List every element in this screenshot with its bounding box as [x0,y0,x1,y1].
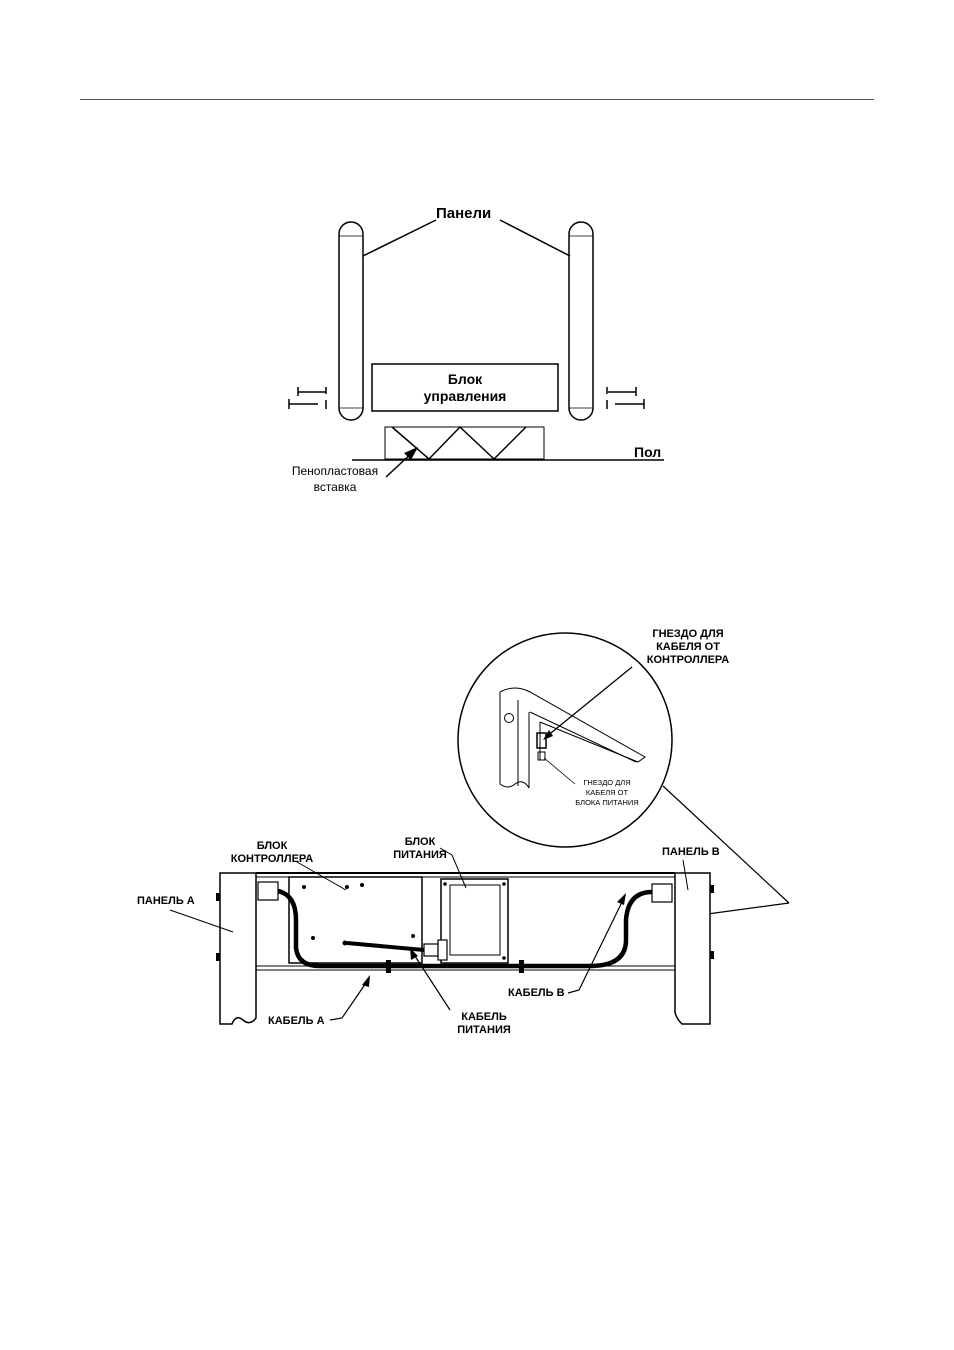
psu-label-1: БЛОК [405,836,436,848]
controller-label-2: КОНТРОЛЛЕРА [231,853,314,865]
panel-a-label: ПАНЕЛЬ А [137,895,195,907]
psu-label-2: ПИТАНИЯ [393,849,447,861]
mark-left [289,387,326,409]
socket-psu-label-3: БЛОКА ПИТАНИЯ [575,798,638,807]
figure-panels-layout: Панели Блок управления Пол Пенопластовая… [0,0,954,560]
socket-ctrl-label-3: КОНТРОЛЛЕРА [647,654,730,666]
cable-a-label: КАБЕЛЬ А [268,1015,325,1027]
panel-right [569,222,593,420]
panel-left [339,222,363,420]
floor-label: Пол [634,444,661,460]
socket-psu-label-2: КАБЕЛЯ ОТ [586,788,629,797]
panel-b [675,873,714,1024]
panel-b-label: ПАНЕЛЬ В [662,846,720,858]
psu-block [441,879,508,963]
foam-label-1: Пенопластовая [292,464,378,478]
power-cable-label-1: КАБЕЛЬ [461,1011,507,1023]
cable-b-label: КАБЕЛЬ В [508,987,565,999]
foam-label-2: вставка [314,480,357,494]
power-cable-label-2: ПИТАНИЯ [457,1024,511,1036]
controller-label-1: БЛОК [257,840,288,852]
socket-psu-label-1: ГНЕЗДО ДЛЯ [583,778,630,787]
socket-ctrl-label-2: КАБЕЛЯ ОТ [656,641,720,653]
control-unit-label-2: управления [424,388,507,404]
mark-right [607,387,644,409]
panel-a [216,873,256,1024]
control-unit-label-1: Блок [448,371,483,387]
panels-leader-left [363,220,436,256]
figure-cable-connection: ГНЕЗДО ДЛЯ КАБЕЛЯ ОТ КОНТРОЛЛЕРА ГНЕЗДО … [0,600,954,1080]
controller-block [289,877,422,963]
panels-label: Панели [436,205,491,222]
detail-circle [458,633,672,847]
detail-leader-2 [700,903,789,915]
socket-ctrl-label-1: ГНЕЗДО ДЛЯ [652,628,723,640]
panels-leader-right [500,220,570,256]
